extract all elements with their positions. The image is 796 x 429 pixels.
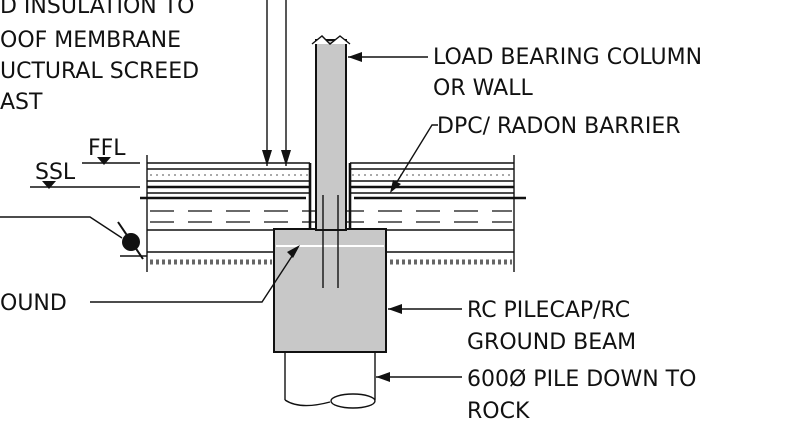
label-insulation-line4: AST [0,90,43,115]
ffl-marker: FFL [82,136,140,165]
label-pile-line2: ROCK [467,399,530,424]
label-dpc: DPC/ RADON BARRIER [437,114,681,139]
label-ground: OUND [0,291,67,316]
label-pilecap-line1: RC PILECAP/RC [467,298,630,323]
dpc-leader [391,124,438,191]
pilecap [273,228,387,353]
label-insulation-line2: OOF MEMBRANE [0,28,181,53]
label-ssl: SSL [35,160,76,185]
ground-leader [90,249,297,303]
membrane-symbol [0,216,147,260]
label-pilecap-line2: GROUND BEAM [467,330,636,355]
label-insulation-line3: UCTURAL SCREED [0,59,199,84]
label-column-line2: OR WALL [433,76,533,101]
label-insulation-line1: D INSULATION TO [0,0,195,19]
insulation-leaders [262,0,291,166]
pilecap-arrow [388,304,402,314]
pile [284,352,376,409]
ground-arrow [287,245,300,258]
column-arrow [348,52,362,62]
label-column-line1: LOAD BEARING COLUMN [433,45,702,70]
ssl-marker: SSL [30,160,140,189]
load-bearing-column [308,35,352,288]
label-ffl: FFL [88,136,126,161]
label-pile-line1: 600Ø PILE DOWN TO [467,367,696,392]
pile-arrow [376,372,390,382]
dpc-arrow [390,180,401,193]
floor-slab [140,155,526,272]
